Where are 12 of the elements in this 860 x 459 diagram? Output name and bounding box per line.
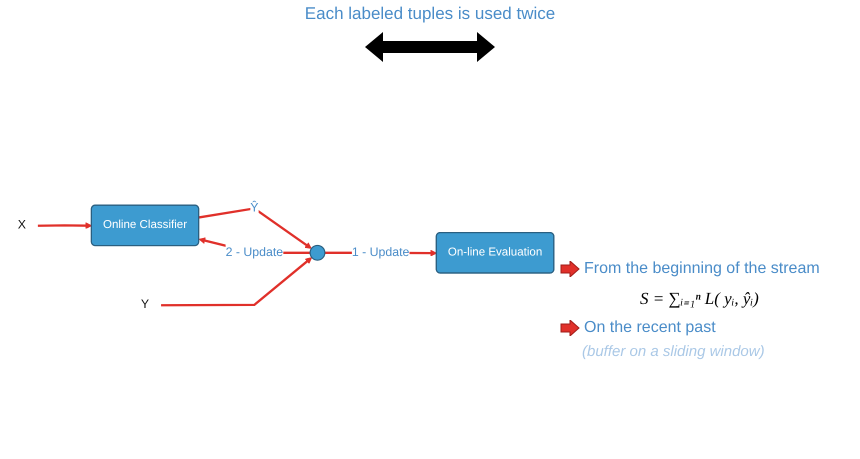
- arrow: [161, 257, 312, 306]
- comparator-circle: [310, 244, 326, 261]
- note-text: Each labeled tuples is used twice: [304, 4, 556, 24]
- formula: S = ∑ᵢ₌₁ⁿ L( yᵢ, ŷᵢ): [640, 288, 759, 309]
- variable-label: Y: [140, 298, 150, 312]
- note-text: From the beginning of the stream: [584, 260, 820, 278]
- process-box: Online Classifier: [90, 204, 200, 246]
- note-text: (buffer on a sliding window): [582, 343, 765, 360]
- process-box: On-line Evaluation: [436, 232, 554, 274]
- variable-label: X: [18, 218, 26, 232]
- arrow: [38, 222, 92, 230]
- note-text: On the recent past: [584, 319, 716, 337]
